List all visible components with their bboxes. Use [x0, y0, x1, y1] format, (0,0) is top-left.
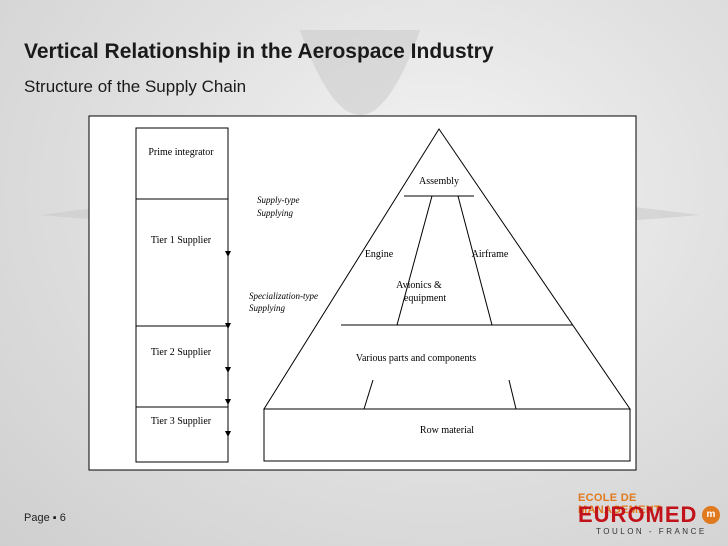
- page-number: Page ▪ 6: [24, 512, 66, 524]
- pyramid-parts-label: Various parts and components: [356, 353, 476, 364]
- supply-type-label: Supply-type: [257, 195, 299, 205]
- page-title: Vertical Relationship in the Aerospace I…: [24, 40, 494, 63]
- supply-pyramid: Assembly Engine Airframe Avionics & equi…: [263, 128, 631, 462]
- pyramid-internal-line: [363, 379, 374, 410]
- supply-type-label: Supplying: [257, 208, 293, 218]
- page-subtitle: Structure of the Supply Chain: [24, 77, 247, 96]
- tier-label-3: Tier 3 Supplier: [151, 416, 212, 427]
- logo-main-text: EUROMED: [578, 502, 698, 527]
- logo-badge-icon: m: [702, 506, 720, 524]
- pyramid-engine-label: Engine: [365, 249, 394, 260]
- specialization-type-label: Supplying: [249, 303, 285, 313]
- pyramid-airframe-label: Airframe: [472, 249, 509, 260]
- pyramid-raw-label: Row material: [420, 425, 474, 436]
- logo-top-text: ECOLE DE MANAGEMENT: [578, 492, 662, 516]
- tier-label-1: Tier 1 Supplier: [151, 235, 212, 246]
- pyramid-internal-line: [396, 195, 433, 326]
- tier-column: Prime integrator Tier 1 Supplier Tier 2 …: [135, 127, 229, 463]
- specialization-type-label: Specialization-type: [249, 291, 318, 301]
- tier-label-prime: Prime integrator: [148, 147, 214, 158]
- logo-sub-text: TOULON - FRANCE: [596, 527, 707, 536]
- pyramid-avionics-label: Avionics &: [396, 280, 442, 291]
- tier-label-2: Tier 2 Supplier: [151, 347, 212, 358]
- pyramid-internal-line: [508, 379, 517, 410]
- pyramid-internal-line: [457, 195, 493, 326]
- pyramid-avionics-label: equipment: [404, 293, 446, 304]
- euromed-logo: ECOLE DE MANAGEMENT EUROMED TOULON - FRA…: [574, 492, 722, 538]
- pyramid-assembly-label: Assembly: [419, 176, 459, 187]
- raw-material-box: [263, 408, 631, 462]
- tier-column-box: [135, 127, 229, 463]
